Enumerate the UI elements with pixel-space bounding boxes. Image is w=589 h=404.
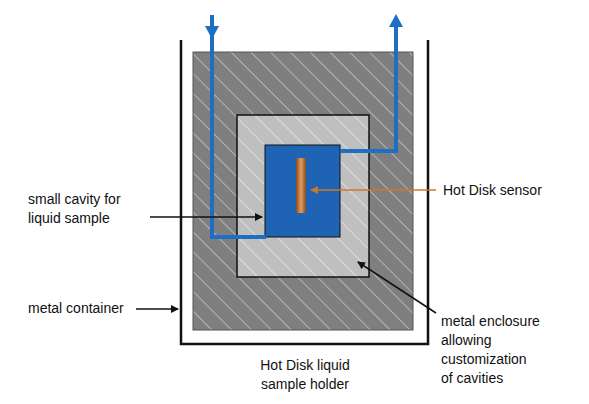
sensor-label: Hot Disk sensor bbox=[443, 181, 583, 200]
leader-arrow bbox=[311, 189, 436, 191]
container-label: metal container bbox=[28, 299, 133, 318]
leader-arrow bbox=[150, 216, 262, 218]
cavity-label: small cavity for liquid sample bbox=[28, 190, 148, 228]
enclosure-label: metal enclosure allowing customization o… bbox=[441, 312, 541, 388]
leader-arrow bbox=[358, 262, 436, 313]
outlet-arrowhead bbox=[389, 14, 403, 27]
metal-container bbox=[181, 40, 428, 344]
outer-block bbox=[193, 52, 413, 330]
liquid-cavity bbox=[265, 145, 340, 237]
caption: Hot Disk liquid sample holder bbox=[245, 356, 365, 394]
hot-disk-sensor bbox=[296, 158, 306, 213]
leader-arrow bbox=[136, 308, 178, 310]
metal-enclosure bbox=[237, 115, 369, 277]
inlet-arrowhead bbox=[205, 26, 219, 39]
outlet-tube bbox=[340, 24, 396, 151]
inlet-tube bbox=[212, 15, 266, 237]
